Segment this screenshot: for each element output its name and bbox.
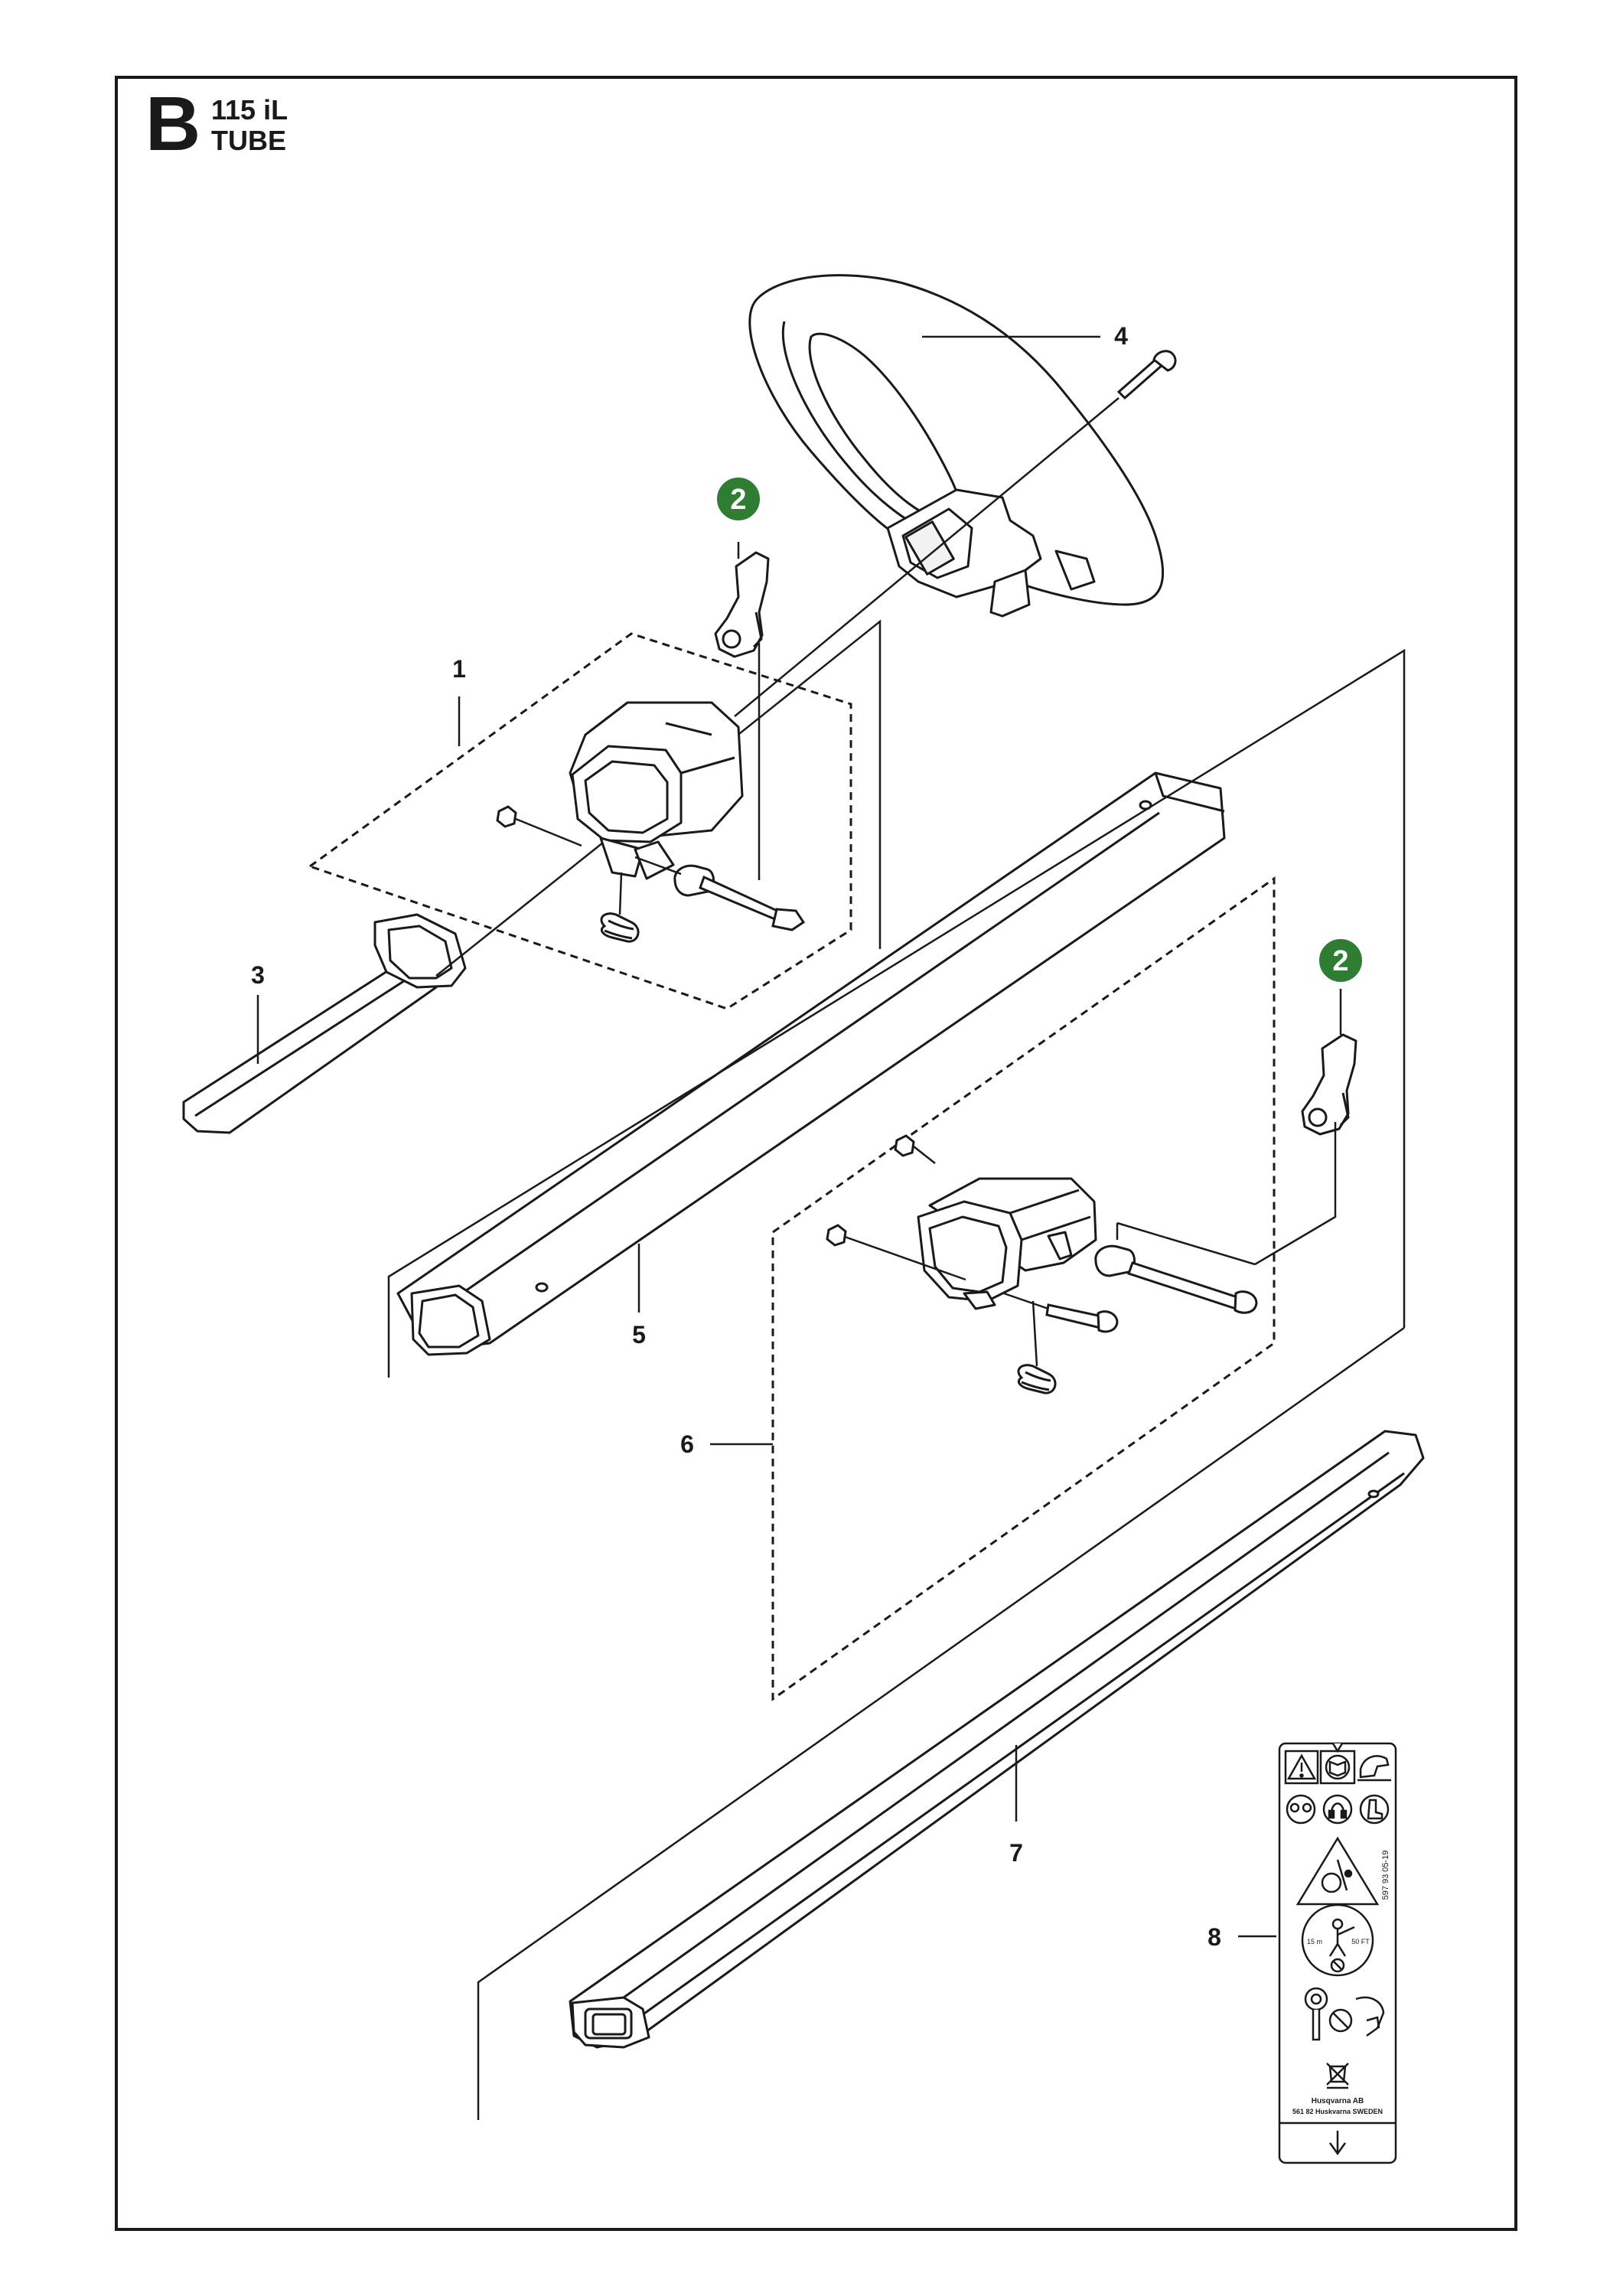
pivot-leader-line-1 (634, 856, 682, 876)
throttle-lever-part-lower (1301, 1033, 1357, 1136)
distance-label-metric: 15 m (1307, 1938, 1322, 1945)
callout-1: 1 (452, 655, 466, 683)
spring-part-1 (600, 912, 640, 943)
distance-15m-icon: 15 m 50 FT (1301, 1903, 1374, 1977)
spring-leader-line-2 (1031, 1300, 1038, 1367)
lower-tube-part (569, 1430, 1425, 2049)
callout-6: 6 (680, 1430, 694, 1458)
callout-2-lower: 2 (1332, 945, 1348, 977)
pivot-bolt-part-1 (673, 864, 806, 931)
lower-screw-part (1045, 1303, 1119, 1333)
distance-label-imperial: 50 FT (1351, 1938, 1370, 1945)
nut-part-3 (826, 1224, 847, 1247)
callout-5: 5 (632, 1321, 646, 1349)
screw-leader-line-2 (1003, 1292, 1049, 1310)
nut-part-1 (496, 805, 517, 828)
loop-handle-part (748, 274, 1165, 618)
callout-7: 7 (1009, 1839, 1023, 1867)
lower-throttle-kit-dashed-box (771, 876, 1276, 1701)
throttle-housing-part (569, 701, 744, 880)
eye-protection-icon (1286, 1794, 1316, 1825)
throttle-lever-part-upper (714, 551, 770, 658)
section-letter: B (145, 81, 201, 167)
callout-2-upper: 2 (730, 484, 746, 516)
callout-8: 8 (1207, 1923, 1221, 1951)
page-frame (115, 76, 1517, 2231)
decal-side-code: 597 93 05-19 (1381, 1851, 1390, 1900)
boots-icon (1359, 1794, 1390, 1825)
warning-triangle-icon (1284, 1750, 1319, 1785)
spring-leader-line-1 (618, 872, 623, 915)
nut-leader-line-2 (844, 1235, 966, 1281)
trigger-panel-outline (435, 619, 882, 977)
upper-tube-part (396, 771, 1226, 1356)
hand-icon (1357, 1755, 1391, 1782)
trigger-rod-part (182, 913, 467, 1134)
callout-4: 4 (1114, 322, 1128, 350)
recycle-bin-icon (1326, 2063, 1349, 2089)
handle-leader-line (734, 397, 1119, 717)
callout-2-badge-lower: 2 (1316, 936, 1365, 985)
thrown-objects-icon (1293, 1834, 1382, 1907)
decal-maker-line-1: Husqvarna AB (1312, 2097, 1364, 2105)
tube-panel-outline (387, 648, 1406, 1378)
decal-maker-line-2: 561 82 Huskvarna SWEDEN (1292, 2108, 1383, 2115)
safety-decal-part: 597 93 05-19 15 m 50 FT (1278, 1742, 1397, 2164)
lower-throttle-housing-part (917, 1177, 1097, 1310)
lever-leader-line-lower (1254, 1122, 1337, 1266)
callout-2-badge-upper: 2 (714, 475, 763, 523)
spring-part-2 (1017, 1364, 1057, 1394)
read-manual-icon (1319, 1750, 1356, 1785)
nut-part-2 (894, 1134, 915, 1157)
pivot-bolt-part-2 (1094, 1244, 1258, 1314)
ear-protection-icon (1322, 1794, 1353, 1825)
nut-leader-line-3 (913, 1146, 936, 1164)
throttle-kit-dashed-box (307, 632, 852, 1010)
lower-tube-panel-outline (477, 1326, 1405, 2120)
nut-leader-line-1 (515, 817, 582, 847)
arrow-down-icon (1328, 2131, 1347, 2156)
section-title: TUBE (211, 125, 286, 156)
callout-3: 3 (251, 961, 265, 989)
handle-bolt-part (1116, 350, 1177, 400)
model-name: 115 iL (211, 94, 288, 126)
cutting-guard-icon (1304, 1987, 1385, 2041)
no-blade-icon (1330, 1958, 1345, 1973)
